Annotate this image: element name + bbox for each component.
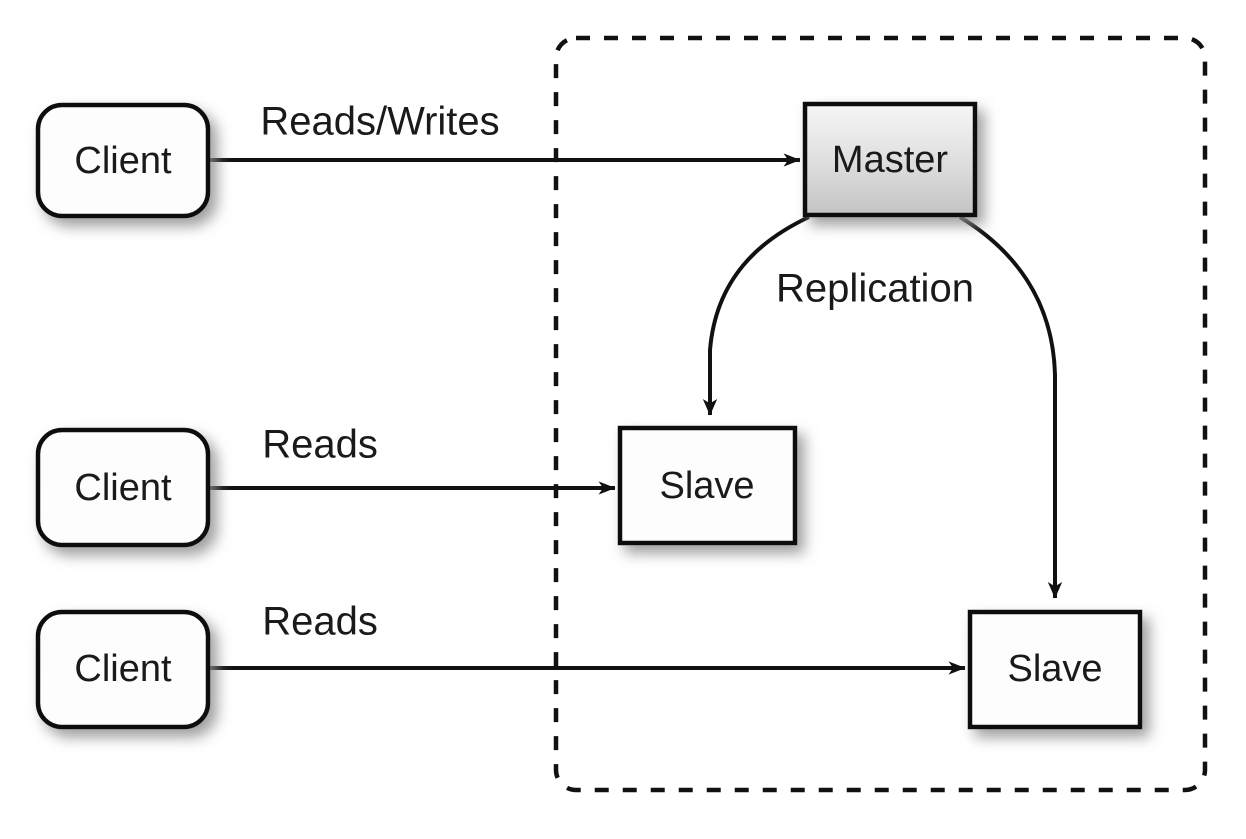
client-3-label: Client <box>74 648 172 690</box>
slave-2-label: Slave <box>1007 648 1102 690</box>
slave-2-shape[interactable] <box>967 609 1143 730</box>
master-label: Master <box>832 139 948 181</box>
client-2-label: Client <box>74 467 172 509</box>
edge-label-replication: Replication <box>776 267 974 311</box>
node-client-3[interactable]: Client <box>35 609 211 730</box>
edge-label-reads-writes: Reads/Writes <box>260 100 499 144</box>
database-cluster-boundary <box>553 35 1208 793</box>
node-slave-2[interactable]: Slave <box>967 609 1143 730</box>
slave-1-shape[interactable] <box>617 425 798 546</box>
master-shape[interactable] <box>802 101 978 218</box>
edge-label-reads-1: Reads <box>262 423 378 467</box>
node-master[interactable]: Master <box>802 101 978 218</box>
edge-master-slave1: Replication <box>702 215 974 416</box>
edge-line-master-slave2 <box>958 215 1063 599</box>
edge-master-slave2 <box>958 215 1063 599</box>
node-client-1[interactable]: Client <box>35 102 211 219</box>
node-slave-1[interactable]: Slave <box>617 425 798 546</box>
client-2-shape[interactable] <box>35 427 211 548</box>
edge-line-master-slave1 <box>702 215 810 416</box>
slave-1-label: Slave <box>659 465 754 507</box>
client-1-label: Client <box>74 140 172 182</box>
client-1-shape[interactable] <box>35 102 211 219</box>
node-client-2[interactable]: Client <box>35 427 211 548</box>
edge-client1-master: Reads/Writes <box>208 100 801 167</box>
client-3-shape[interactable] <box>35 609 211 730</box>
edge-client3-slave2: Reads <box>208 600 966 675</box>
edge-client2-slave1: Reads <box>208 423 616 495</box>
edge-label-reads-2: Reads <box>262 600 378 644</box>
